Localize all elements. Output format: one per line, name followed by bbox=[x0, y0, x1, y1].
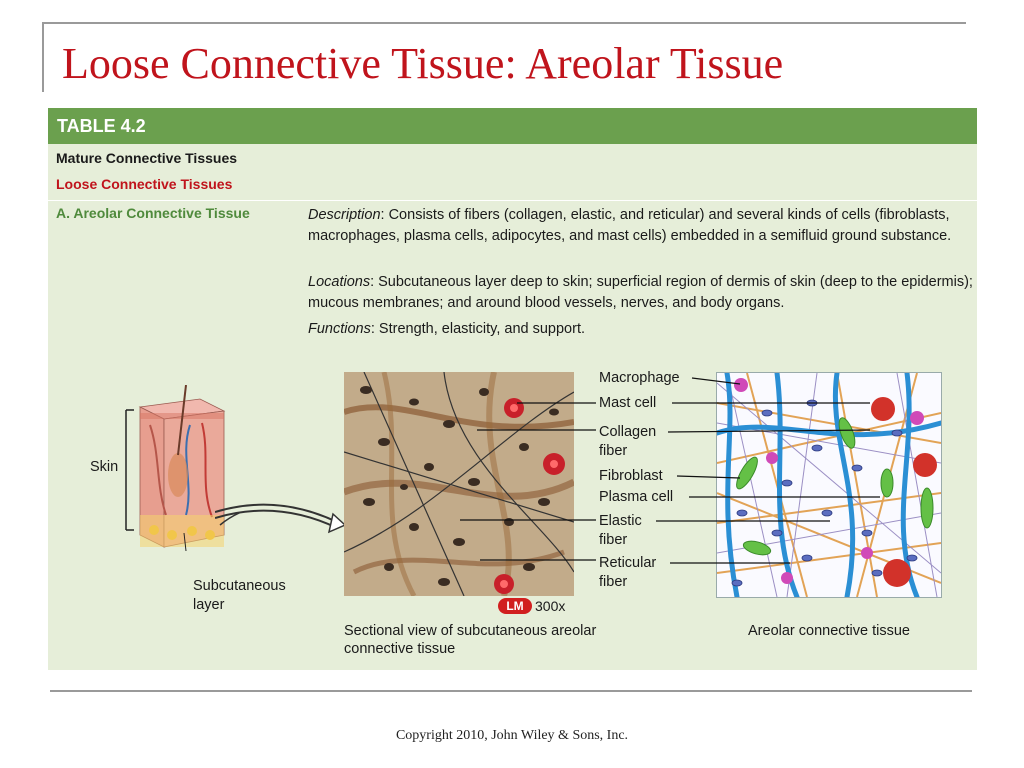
slide-title: Loose Connective Tissue: Areolar Tissue bbox=[62, 39, 784, 88]
drawing-caption: Areolar connective tissue bbox=[748, 623, 910, 639]
label-elastic-line2: fiber bbox=[599, 532, 628, 548]
label-collagen-line1: Collagen bbox=[599, 424, 657, 440]
table-divider bbox=[48, 200, 977, 201]
label-reticular-line1: Reticular bbox=[599, 555, 657, 571]
table-category: Mature Connective Tissues bbox=[56, 150, 238, 166]
lm-badge: LM bbox=[498, 598, 532, 614]
label-mast-cell: Mast cell bbox=[599, 395, 657, 411]
light-micrograph bbox=[344, 372, 574, 596]
footer-rule bbox=[50, 690, 972, 692]
functions-paragraph: Functions: Strength, elasticity, and sup… bbox=[308, 319, 973, 340]
table-heading: TABLE 4.2 bbox=[57, 116, 146, 136]
drawing-art bbox=[717, 373, 941, 597]
micrograph-texture bbox=[344, 372, 574, 596]
row-title: A. Areolar Connective Tissue bbox=[56, 205, 250, 221]
pointer-arrow bbox=[215, 503, 345, 534]
areolar-tissue-drawing bbox=[716, 372, 942, 598]
label-fibroblast: Fibroblast bbox=[599, 468, 663, 484]
label-plasma-cell: Plasma cell bbox=[599, 489, 674, 505]
subcutaneous-label-line2: layer bbox=[193, 597, 225, 613]
label-reticular-line2: fiber bbox=[599, 574, 628, 590]
label-collagen-line2: fiber bbox=[599, 443, 628, 459]
micrograph-caption-line1: Sectional view of subcutaneous areolar bbox=[344, 623, 597, 639]
subcutaneous-label-line1: Subcutaneous bbox=[193, 578, 286, 594]
skin-block-illustration bbox=[125, 385, 240, 552]
label-elastic-line1: Elastic bbox=[599, 513, 642, 529]
skin-label: Skin bbox=[90, 459, 119, 475]
copyright-notice: Copyright 2010, John Wiley & Sons, Inc. bbox=[395, 728, 629, 743]
description-text: : Consists of fibers (collagen, elastic,… bbox=[308, 207, 952, 244]
locations-label: Locations bbox=[308, 274, 371, 290]
slide-frame-top bbox=[44, 22, 966, 24]
locations-text: : Subcutaneous layer deep to skin; super… bbox=[308, 274, 973, 311]
label-macrophage: Macrophage bbox=[599, 370, 680, 386]
functions-text: : Strength, elasticity, and support. bbox=[370, 321, 585, 337]
description-label: Description bbox=[308, 207, 381, 223]
magnification-label: 300x bbox=[535, 598, 566, 614]
micrograph-caption-line2: connective tissue bbox=[344, 641, 456, 657]
slide-frame-left bbox=[42, 22, 44, 92]
functions-label: Functions bbox=[308, 321, 371, 337]
locations-paragraph: Locations: Subcutaneous layer deep to sk… bbox=[308, 272, 973, 314]
table-subcategory: Loose Connective Tissues bbox=[56, 176, 233, 192]
table-header: TABLE 4.2 bbox=[48, 108, 977, 144]
description-paragraph: Description: Consists of fibers (collage… bbox=[308, 205, 973, 247]
